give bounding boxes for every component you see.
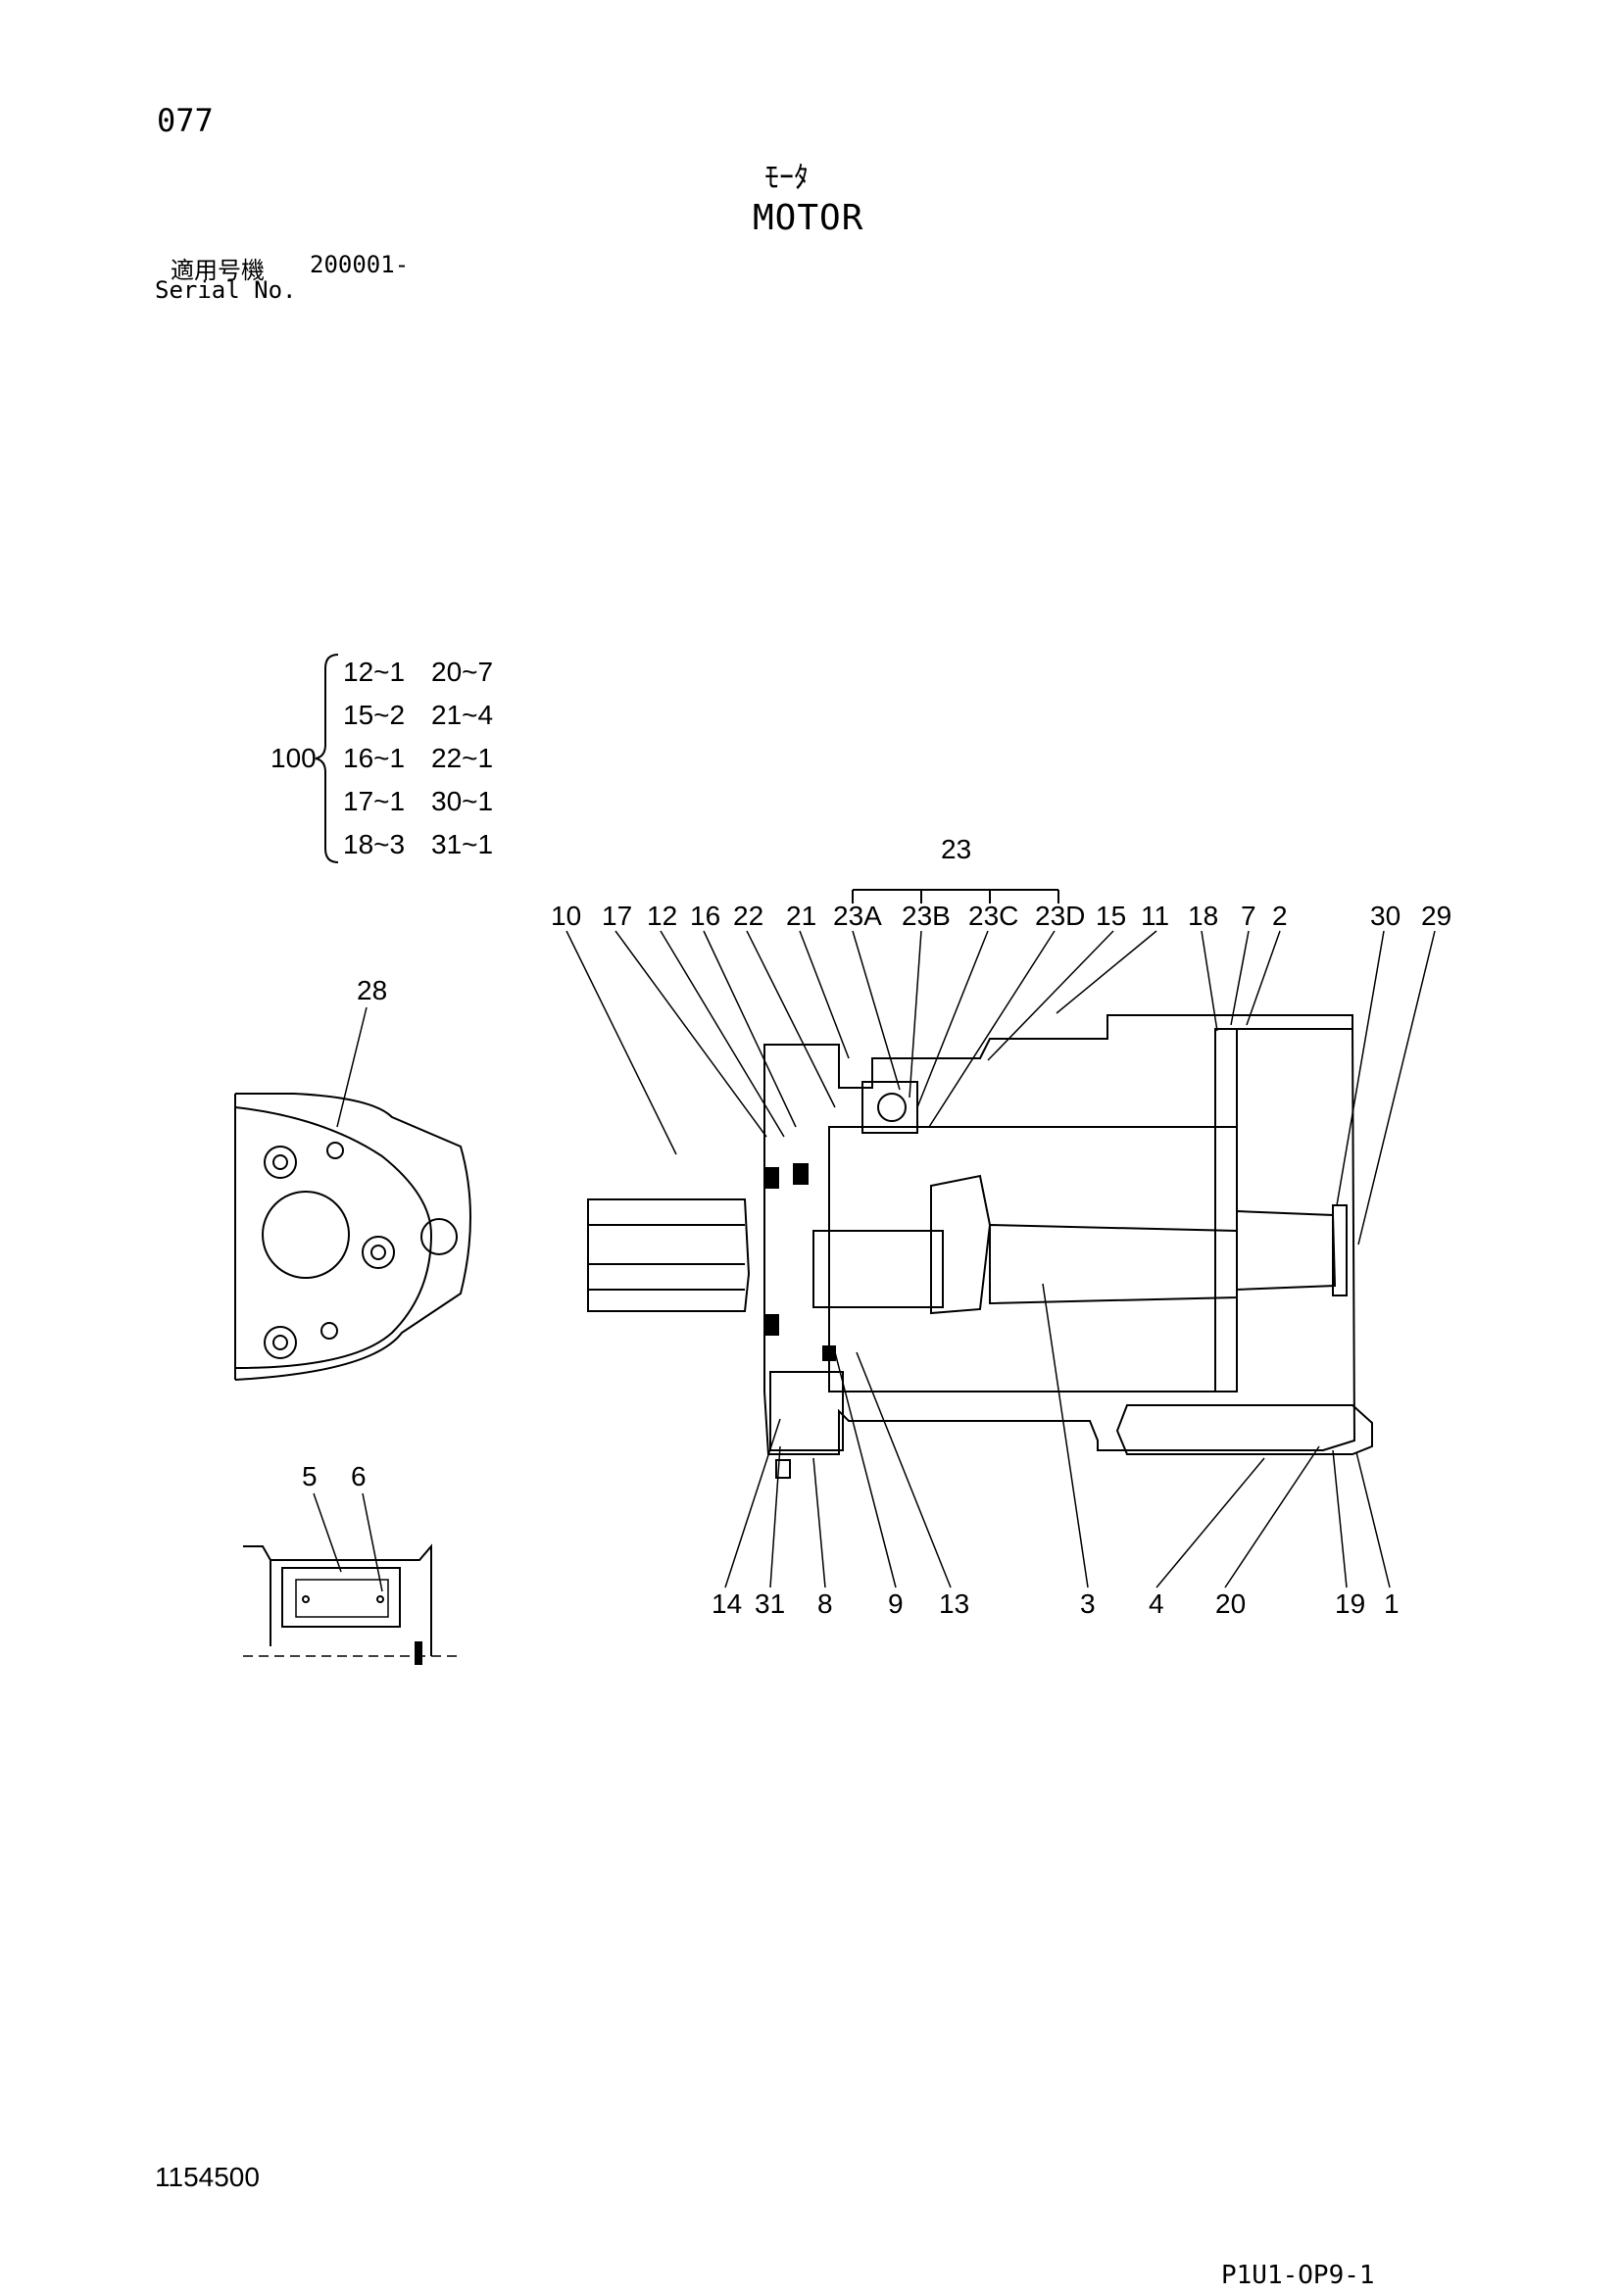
kit-row: 16~1 22~1 [343,743,493,774]
kit-item: 21~4 [431,700,494,730]
kit-brace [315,654,339,863]
callout-6: 6 [351,1461,367,1491]
kit-item: 18~3 [343,829,406,859]
callout-1: 1 [1384,1588,1400,1619]
kit-item: 22~1 [431,743,494,773]
callout-5: 5 [302,1461,318,1491]
group-bracket-23 [852,889,1059,904]
callout-9: 9 [888,1588,904,1619]
figure-code: P1U1-OP9-1 [1221,2261,1375,2290]
kit-item: 31~1 [431,829,494,859]
callout-13: 13 [939,1588,969,1619]
callout-15: 15 [1096,901,1126,931]
name-plate-detail [243,1543,461,1665]
callout-14: 14 [712,1588,742,1619]
callout-21: 21 [786,901,816,931]
callout-23B: 23B [902,901,951,931]
callout-18: 18 [1188,901,1218,931]
kit-item: 30~1 [431,786,494,816]
callout-10: 10 [551,901,581,931]
callout-8: 8 [817,1588,833,1619]
title-english: MOTOR [753,198,864,238]
callout-23C: 23C [968,901,1018,931]
bottom-callouts: 14 31 8 9 13 3 4 20 19 1 28 5 6 [302,975,1400,1619]
serial-value: 200001- [310,251,410,278]
callout-29: 29 [1421,901,1451,931]
callout-19: 19 [1335,1588,1365,1619]
kit-item: 17~1 [343,786,406,816]
kit-item: 15~2 [343,700,406,730]
callout-17: 17 [602,901,632,931]
callout-3: 3 [1080,1588,1096,1619]
callout-22: 22 [733,901,763,931]
callout-28: 28 [357,975,387,1005]
end-view [234,1093,471,1381]
serial-label-english: Serial No. [155,276,297,304]
callout-30: 30 [1370,901,1401,931]
callout-11: 11 [1141,901,1169,931]
kit-number: 100 [270,743,317,773]
callout-23A: 23A [833,901,882,931]
callout-4: 4 [1149,1588,1164,1619]
callout-12: 12 [647,901,677,931]
callout-20: 20 [1215,1588,1246,1619]
title-japanese: ﾓｰﾀ [764,161,809,195]
top-callouts: 10 17 12 16 22 21 23A 23B 23C 23D 15 11 … [551,901,1451,931]
kit-item: 16~1 [343,743,406,773]
kit-row: 17~1 30~1 [343,786,493,817]
motor-body [587,1014,1373,1479]
callout-23: 23 [941,834,971,864]
kit-row: 18~3 31~1 [343,829,493,860]
document-number: 1154500 [155,2162,260,2192]
callout-7: 7 [1241,901,1256,931]
serial-label-japanese: 適用号機 [171,257,265,284]
callout-23D: 23D [1035,901,1085,931]
callout-16: 16 [690,901,720,931]
callout-2: 2 [1272,901,1288,931]
kit-row: 12~1 20~7 [343,657,493,688]
kit-item: 12~1 [343,657,406,687]
kit-item: 20~7 [431,657,494,687]
kit-row: 15~2 21~4 [343,700,493,731]
page-number: 077 [157,102,214,139]
leader-lines [313,930,1436,1592]
callout-31: 31 [755,1588,785,1619]
